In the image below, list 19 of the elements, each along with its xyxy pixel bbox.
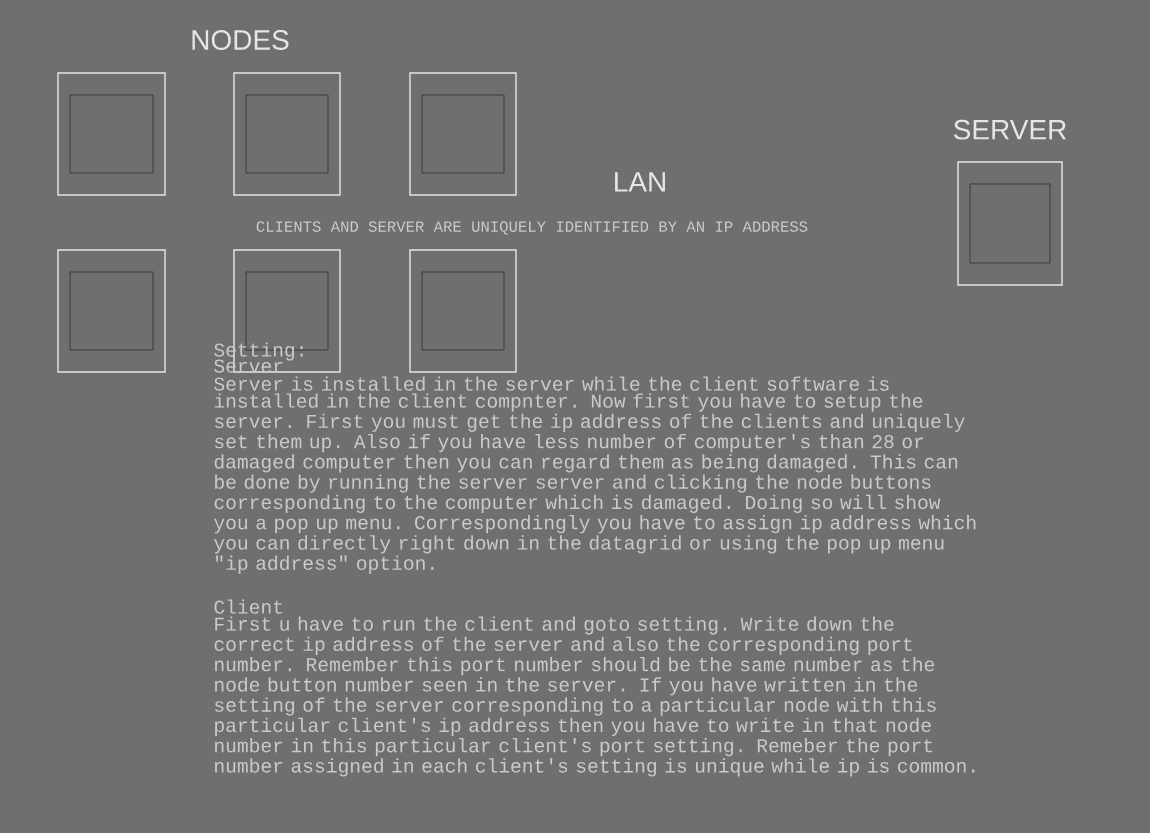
inner-square (969, 183, 1051, 264)
section-label: Client (214, 599, 282, 614)
paragraph: First u have to run the client and goto setting. Write down the correct ip address of the server and also the corresponding port number. Remember this port number should be the same number as the node button number seen in the server. If you have written in the setting of the server corresponding to a particular node with this particular client's ip address then you have to write in that node number in this particular client's port setting. Remeber the port number assigned in each client's setting is unique while ip is common. (214, 616, 975, 777)
heading: LAN (615, 172, 665, 192)
paragraph: Server is installed in the server while the client software is installed in the client compnter. Now first you have to setup the server. First you must get the ip address of the clients and uniquely set them up. Also if you have less number of computer's than 28 or damaged computer then you can regard them as being damaged. This can be done by running the server server and clicking the node buttons corresponding to the computer which is damaged. Doing so will show you a pop up menu. Correspondingly you have to assign ip address which you can directly right down in the datagrid or using the pop up menu "ip address" option. (214, 376, 976, 574)
server-box: SERVER (954, 119, 1066, 286)
inner-square (69, 94, 154, 174)
inner-square (245, 94, 329, 174)
node-box (409, 249, 517, 373)
inner-square (421, 94, 505, 174)
heading: NODES (192, 30, 289, 50)
inner-square (421, 271, 505, 351)
caption: CLIENTS AND SERVER ARE UNIQUELY IDENTIFIED BY AN IP ADDRESS (256, 221, 808, 235)
node-box (57, 249, 166, 373)
node-label: SERVER (953, 119, 1067, 140)
node-box (57, 72, 166, 196)
node-box (409, 72, 517, 196)
node-box (233, 72, 341, 196)
inner-square (69, 271, 154, 351)
